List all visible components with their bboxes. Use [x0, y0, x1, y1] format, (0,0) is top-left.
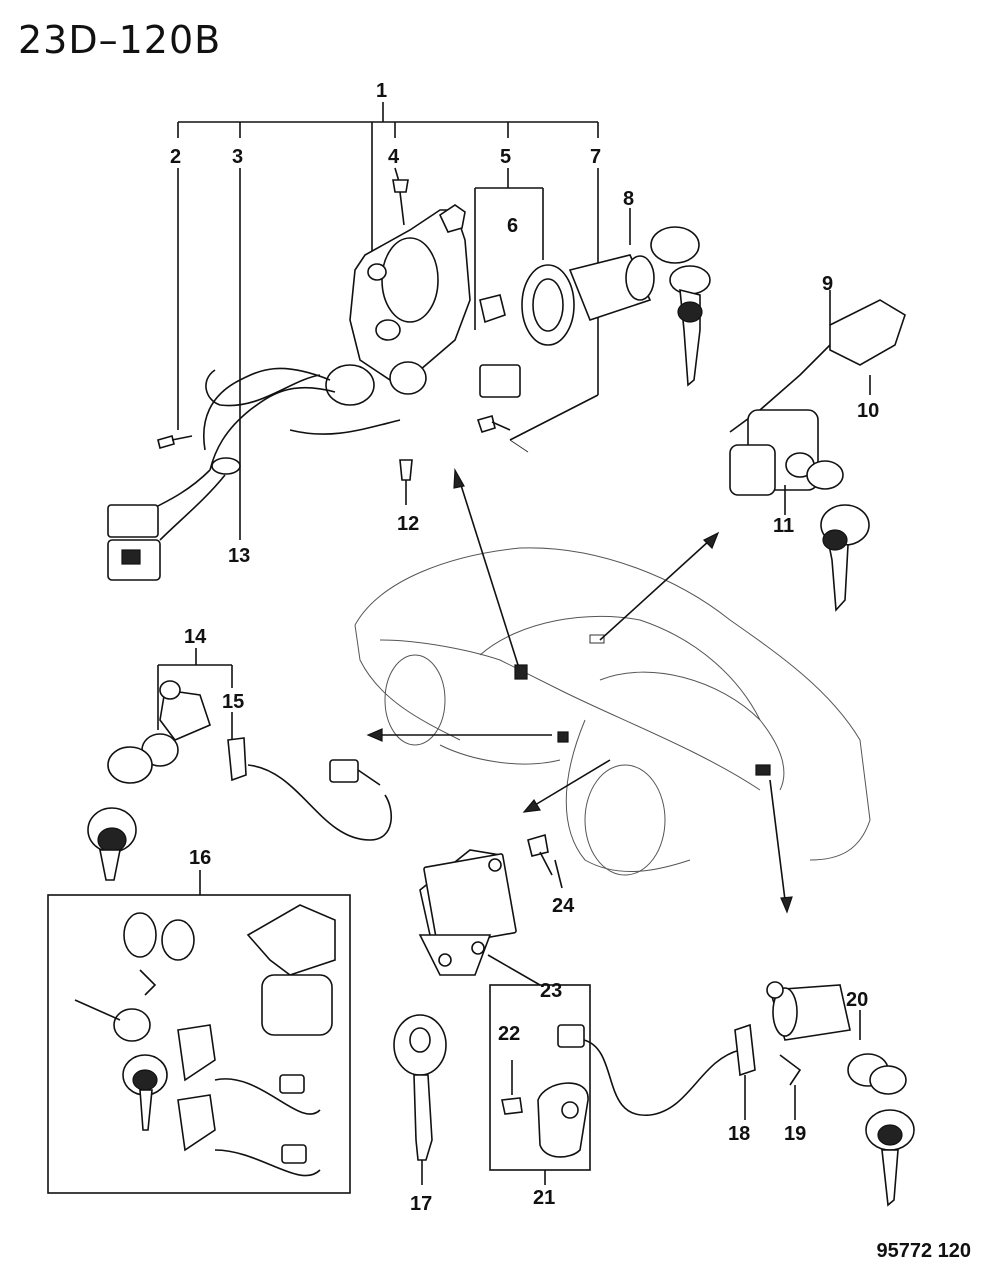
remote-kit-21 — [489, 984, 591, 1185]
callout-12: 12 — [397, 513, 419, 535]
callout-6: 6 — [507, 215, 518, 237]
callout-7: 7 — [590, 146, 601, 168]
callout-11: 11 — [773, 515, 794, 537]
callout-arrows — [366, 467, 793, 914]
callout-18: 18 — [728, 1123, 750, 1145]
callout-19: 19 — [784, 1123, 806, 1145]
callout-4: 4 — [388, 146, 400, 168]
figure-reference: 95772 120 — [876, 1240, 971, 1262]
glove-box-lock-11 — [729, 409, 870, 612]
callout-21: 21 — [533, 1187, 555, 1209]
callout-10: 10 — [857, 400, 879, 422]
trunk-lock-assembly — [557, 981, 915, 1207]
callout-14: 14 — [184, 626, 207, 648]
callout-1: 1 — [376, 80, 387, 102]
callout-3: 3 — [232, 146, 243, 168]
vehicle-outline — [354, 547, 871, 876]
callout-5: 5 — [500, 146, 511, 168]
callout-8: 8 — [623, 188, 634, 210]
callout-13: 13 — [228, 545, 250, 567]
diagram-code: 23D–120B — [18, 18, 222, 62]
callout-9: 9 — [822, 273, 833, 295]
callout-20: 20 — [846, 989, 868, 1011]
callout-16: 16 — [189, 847, 211, 869]
blank-key-17 — [393, 1014, 447, 1185]
door-lock-14 — [87, 648, 392, 881]
callout-23: 23 — [540, 980, 562, 1002]
key-set-8 — [650, 226, 711, 387]
trunk-lock-link — [729, 290, 906, 433]
keyless-module-23 — [418, 833, 563, 986]
lock-kit-16 — [47, 870, 351, 1194]
ignition-switch-assembly — [107, 179, 655, 581]
callout-17: 17 — [410, 1193, 432, 1215]
callout-24: 24 — [552, 895, 575, 917]
callout-15: 15 — [222, 691, 244, 713]
callout-22: 22 — [498, 1023, 520, 1045]
callout-2: 2 — [170, 146, 181, 168]
callout-labels: 1 2 3 4 5 6 7 8 9 10 11 12 13 14 15 16 1… — [170, 80, 879, 1215]
